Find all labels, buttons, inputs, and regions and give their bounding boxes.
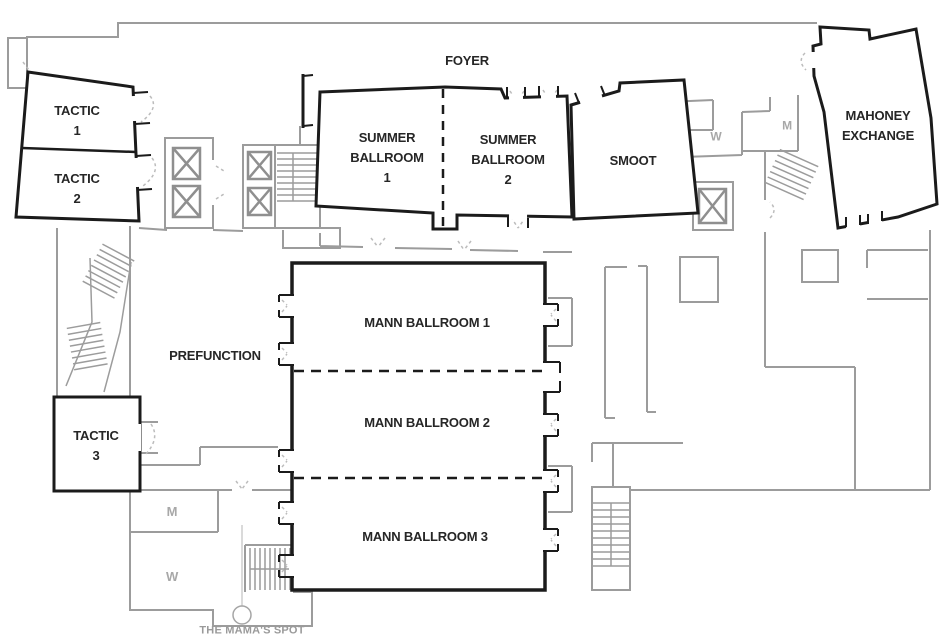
room-label-tactic-1: TACTIC 1 (54, 102, 100, 138)
room-mahoney-exchange-outline (811, 25, 939, 230)
stairs-icon-bottom-right (591, 486, 631, 591)
restroom-label-women-upper: W (710, 129, 722, 144)
room-label-mahoney-exchange: MAHONEY EXCHANGE (841, 107, 915, 143)
elevator-icon-bank-left (164, 137, 214, 229)
area-label-foyer: FOYER (445, 52, 489, 68)
room-label-tactic-3: TACTIC 3 (73, 427, 119, 463)
restroom-label-men-lower: M (166, 503, 178, 519)
room-label-tactic-2: TACTIC 2 (54, 170, 100, 206)
elevator-icon-right (692, 181, 734, 231)
room-label-mann-ballroom-2: MANN BALLROOM 2 (364, 414, 490, 430)
tactic-divider-wall (21, 146, 137, 154)
room-label-summer-ballroom-1: SUMMER BALLROOM 1 (350, 129, 424, 186)
annotation-mamas-spot: THE MAMA'S SPOT (199, 624, 305, 637)
door-openings (131, 52, 883, 578)
room-tactic-1-2-outline (14, 70, 141, 223)
restroom-label-women-lower: W (165, 568, 179, 584)
room-label-mann-ballroom-3: MANN BALLROOM 3 (362, 528, 488, 544)
area-label-prefunction: PREFUNCTION (169, 347, 261, 363)
room-label-mann-ballroom-1: MANN BALLROOM 1 (364, 314, 490, 330)
stairs-icon-top-right (764, 148, 819, 201)
building-outline (7, 22, 931, 627)
room-tactic-3-outline (52, 395, 142, 493)
restroom-label-men-upper: M (782, 118, 792, 133)
stairs-icon-elevator-bank (277, 152, 318, 202)
elevator-icon-bank-center (242, 126, 341, 249)
mamas-spot-marker (232, 525, 252, 625)
room-smoot-outline (569, 78, 700, 221)
stairs-icon-left-curved (65, 243, 135, 393)
dashed-dividers (294, 89, 543, 480)
room-label-smoot: SMOOT (609, 152, 657, 168)
room-label-summer-ballroom-2: SUMMER BALLROOM 2 (471, 131, 545, 188)
